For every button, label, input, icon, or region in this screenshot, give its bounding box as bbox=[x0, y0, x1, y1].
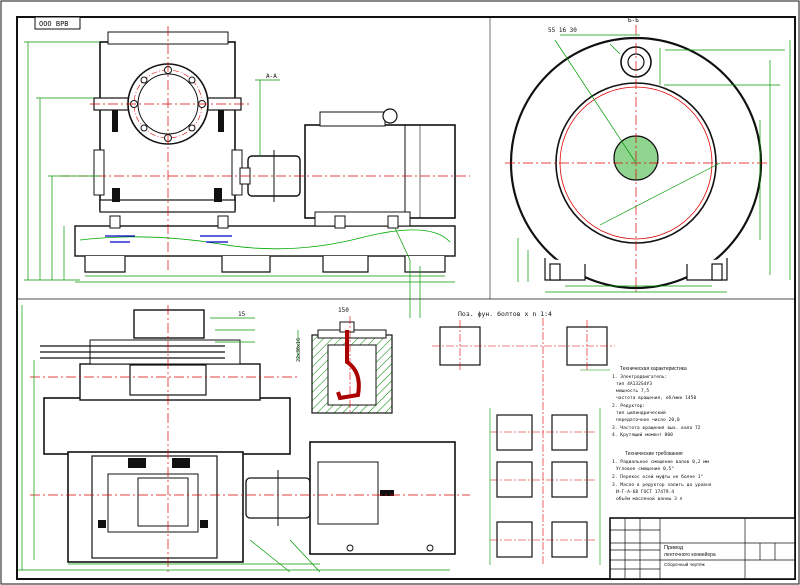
spec-lines: 1. Электродвигатель: тип 4А132S4У3 мощно… bbox=[612, 374, 701, 438]
detail-dim-top: 150 bbox=[338, 307, 349, 314]
doc-type: Сборочный чертёж bbox=[664, 561, 706, 567]
svg-text:3. Масло в редуктор залить до: 3. Масло в редуктор залить до уровня bbox=[612, 482, 712, 488]
front-centerlines bbox=[60, 26, 470, 270]
side-dimensions bbox=[517, 34, 791, 293]
housing-bolts bbox=[112, 110, 224, 202]
drum-plan bbox=[43, 397, 291, 455]
front-view-label: Б-Б bbox=[628, 17, 639, 24]
svg-text:3. Частота вращения вых. вала: 3. Частота вращения вых. вала 72 bbox=[612, 425, 701, 431]
svg-text:Угловое смещение 0,5°: Угловое смещение 0,5° bbox=[616, 466, 674, 472]
stamp-text: ООО ВРВ bbox=[39, 20, 69, 28]
svg-text:тип 4А132S4: тип 4А132S4У3 bbox=[616, 381, 652, 387]
bolt-layout: Поз. фун. болтов x n 1:4 bbox=[432, 310, 615, 565]
side-centerlines bbox=[505, 25, 770, 295]
svg-text:объём масляной ванны 3 л: объём масляной ванны 3 л bbox=[616, 495, 683, 502]
front-view: А-А bbox=[24, 26, 470, 318]
doc-title: Привод bbox=[664, 545, 684, 551]
svg-text:частота вращения, об/мин 14: частота вращения, об/мин 1450 bbox=[616, 394, 696, 401]
title-block: Привод ленточного конвейера Сборочный че… bbox=[609, 517, 796, 580]
svg-text:тип цилиндрич: тип цилиндрический bbox=[616, 410, 666, 416]
detail-view: 150 22x30x16 bbox=[296, 307, 393, 414]
plan-centerlines bbox=[30, 305, 470, 575]
notes: Техническая характеристика 1. Электродви… bbox=[612, 366, 712, 502]
inner-frame bbox=[16, 16, 796, 580]
front-dimensions bbox=[24, 41, 455, 318]
side-view: 55 16 30 Б-Б bbox=[505, 17, 791, 295]
svg-text:4. Крутящий момент 80: 4. Крутящий момент 800 bbox=[612, 432, 673, 438]
base-feet bbox=[84, 256, 446, 273]
svg-text:1. Электродвигатель:: 1. Электродвигатель: bbox=[612, 374, 667, 380]
side-dim-top: 55 16 30 bbox=[548, 27, 577, 34]
side-feet bbox=[544, 258, 728, 281]
base-frame bbox=[74, 225, 456, 257]
detail-dim-side: 22x30x16 bbox=[296, 338, 302, 362]
anchor-bolt bbox=[336, 330, 361, 401]
spec-title: Техническая характеристика bbox=[620, 366, 687, 372]
svg-text:1. Радиальное смещение валов 0: 1. Радиальное смещение валов 0,2 мм bbox=[612, 459, 709, 465]
stamp-box bbox=[34, 16, 81, 30]
lifting-eye bbox=[382, 108, 398, 124]
section-label: А-А bbox=[266, 73, 277, 80]
bolt-layout-title: Поз. фун. болтов x n 1:4 bbox=[458, 310, 552, 318]
svg-text:2. Перекос осей муфты не более: 2. Перекос осей муфты не более 1° bbox=[612, 473, 704, 480]
plan-view: 15 bbox=[18, 305, 470, 575]
motor-body bbox=[304, 124, 456, 219]
svg-text:2. Редуктор:: 2. Редуктор: bbox=[612, 403, 645, 409]
svg-text:передаточное число 20: передаточное число 20,0 bbox=[616, 417, 680, 423]
req-title: Технические требования bbox=[625, 451, 683, 457]
svg-text:И-Г-А-68 ГОСТ 17479.4: И-Г-А-68 ГОСТ 17479.4 bbox=[616, 489, 674, 495]
req-lines: 1. Радиальное смещение валов 0,2 мм Угло… bbox=[612, 459, 712, 502]
plan-dim-top: 15 bbox=[238, 311, 246, 318]
plan-dimensions bbox=[18, 305, 450, 573]
oil-level bbox=[105, 235, 232, 243]
svg-text:мощность: мощность 7,5 bbox=[616, 388, 649, 394]
doc-subtitle: ленточного конвейера bbox=[664, 551, 716, 558]
